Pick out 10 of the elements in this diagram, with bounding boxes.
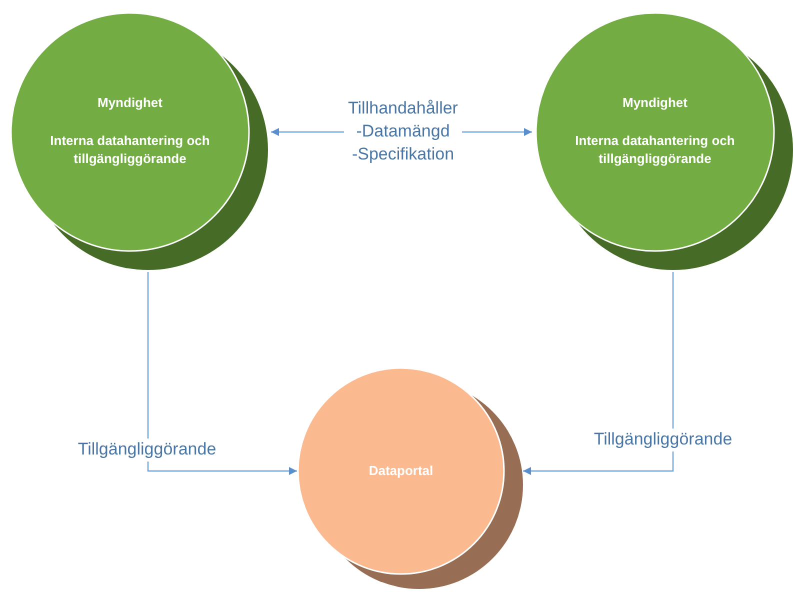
node-title: Dataportal <box>368 462 434 480</box>
node-text: Interna datahantering och tillgängliggörande <box>49 132 211 168</box>
node-title: Myndighet <box>622 94 688 112</box>
arrow <box>523 272 674 475</box>
circle-node <box>10 12 268 270</box>
circle-node <box>297 367 523 589</box>
arrow <box>147 272 297 475</box>
node-text: Interna datahantering och tillgängliggörande <box>574 132 736 168</box>
node-title: Myndighet <box>96 94 164 112</box>
circle-node <box>535 12 793 270</box>
